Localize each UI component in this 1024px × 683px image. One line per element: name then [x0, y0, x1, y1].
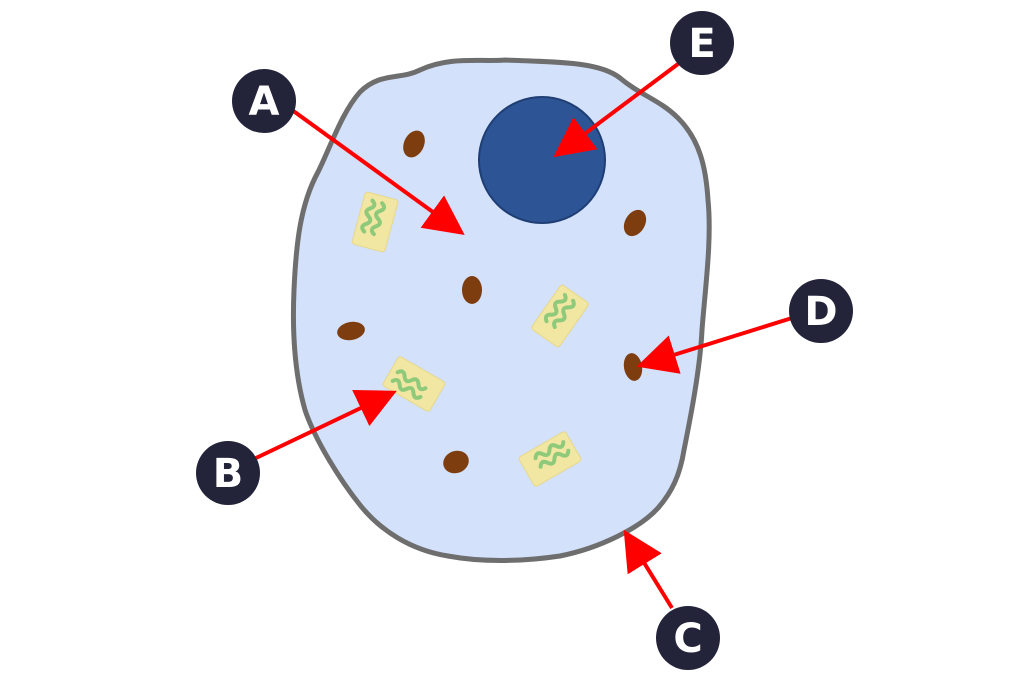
label-d-text: D — [804, 289, 837, 335]
label-a-badge — [232, 69, 296, 133]
label-b-badge — [196, 441, 260, 505]
arrow-c — [623, 529, 674, 610]
chloroplast — [351, 191, 399, 253]
label-c-text: C — [673, 616, 702, 662]
arrow-e — [553, 62, 680, 158]
chloroplast — [531, 284, 589, 348]
label-c: C — [656, 606, 720, 670]
label-b-text: B — [213, 451, 244, 497]
pointer-arrows — [255, 62, 793, 610]
label-d: D — [789, 279, 853, 343]
mitochondrion — [623, 209, 647, 237]
label-c-badge — [656, 606, 720, 670]
mitochondrion — [462, 276, 482, 304]
arrow-d — [636, 316, 793, 374]
label-a-text: A — [249, 79, 280, 125]
label-d-badge — [789, 279, 853, 343]
arrow-a — [290, 108, 465, 236]
nucleus — [478, 96, 606, 224]
chloroplasts-group — [351, 191, 589, 487]
label-e: E — [670, 11, 734, 75]
arrow-b — [255, 390, 397, 460]
mitochondrion — [443, 450, 469, 474]
label-a: A — [232, 69, 296, 133]
label-e-badge — [670, 11, 734, 75]
label-e-text: E — [688, 21, 715, 67]
label-b: B — [196, 441, 260, 505]
chloroplast — [518, 431, 582, 487]
chloroplast — [382, 356, 446, 412]
mitochondrion — [337, 321, 365, 341]
mitochondrion — [403, 130, 425, 158]
